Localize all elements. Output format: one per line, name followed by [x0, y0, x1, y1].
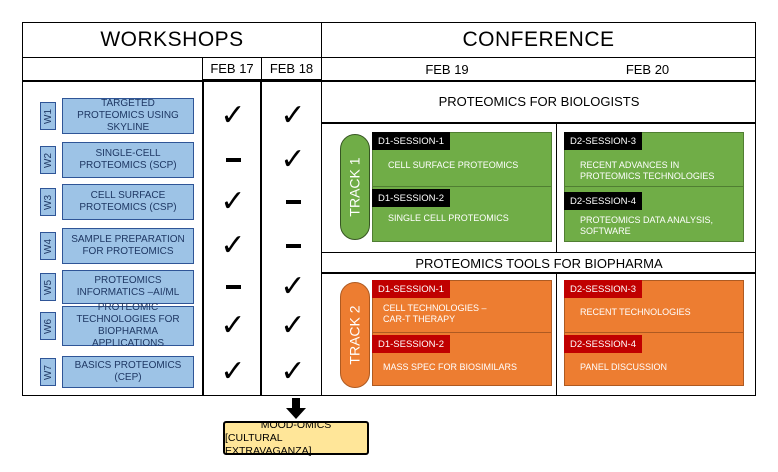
track1-day1-cell	[372, 132, 552, 242]
t1-session4-tag: D2-SESSION-4	[564, 192, 642, 210]
down-arrow-icon	[286, 398, 306, 419]
feb17-column	[202, 80, 262, 396]
checkmark-icon: ✓	[220, 228, 246, 263]
mood-omics-title: MOOD-OMICS	[260, 418, 332, 431]
workshop-title-box: SINGLE-CELL PROTEOMICS (SCP)	[62, 142, 194, 178]
t1-session3-title: RECENT ADVANCES IN PROTEOMICS TECHNOLOGI…	[580, 160, 715, 181]
track1-divider	[556, 124, 557, 252]
workshop-id-tag: W7	[40, 358, 56, 386]
workshop-feb18-mark	[264, 228, 322, 264]
t2-session3-title: RECENT TECHNOLOGIES	[580, 307, 691, 317]
conference-frame	[322, 80, 756, 396]
t1-session1-title: CELL SURFACE PROTEOMICS	[388, 160, 519, 170]
workshop-id-tag: W6	[40, 312, 56, 340]
t2-session2-tag: D1-SESSION-2	[372, 335, 450, 353]
t1-session1-tag: D1-SESSION-1	[372, 132, 450, 150]
workshop-id-tag: W4	[40, 232, 56, 260]
workshop-title-box: CELL SURFACE PROTEOMICS (CSP)	[62, 184, 194, 220]
t2-day2-divider	[564, 332, 744, 333]
workshop-feb18-mark: ✓	[264, 142, 322, 178]
checkmark-icon: ✓	[280, 308, 306, 343]
checkmark-icon: ✓	[280, 269, 306, 304]
workshop-feb17-mark	[204, 142, 262, 178]
checkmark-icon: ✓	[280, 98, 306, 133]
workshop-id-tag: W2	[40, 146, 56, 174]
workshop-date-spacer	[22, 58, 202, 80]
track2-frame	[322, 272, 756, 396]
dash-icon	[285, 200, 301, 204]
checkmark-icon: ✓	[220, 184, 246, 219]
dash-icon	[225, 158, 241, 162]
workshop-feb18-mark: ✓	[264, 356, 322, 388]
track2-day2-cell	[564, 280, 744, 386]
workshop-feb18-mark: ✓	[264, 98, 322, 134]
track1-pill: TRACK 1	[340, 134, 370, 240]
workshop-feb17-mark: ✓	[204, 228, 262, 264]
track1-frame	[322, 122, 756, 253]
workshop-feb18-mark: ✓	[264, 306, 322, 346]
workshop-feb18-mark	[264, 184, 322, 220]
workshop-title-box: BASICS PROTEOMICS (CEP)	[62, 356, 194, 388]
t1-day1-divider	[372, 186, 552, 187]
date-feb20: FEB 20	[540, 58, 756, 80]
t2-session2-title: MASS SPEC FOR BIOSIMILARS	[383, 362, 518, 372]
workshop-feb18-mark: ✓	[264, 270, 322, 304]
checkmark-icon: ✓	[220, 98, 246, 133]
track2-section-title: PROTEOMICS TOOLS FOR BIOPHARMA	[415, 255, 663, 271]
track1-section-title: PROTEOMICS FOR BIOLOGISTS	[438, 93, 640, 109]
date-feb18: FEB 18	[262, 58, 322, 80]
conference-header: CONFERENCE	[322, 22, 756, 58]
workshop-id-tag: W5	[40, 273, 56, 301]
t2-session4-title: PANEL DISCUSSION	[580, 362, 668, 372]
t2-day1-divider	[372, 332, 552, 333]
t2-session4-tag: D2-SESSION-4	[564, 335, 642, 353]
date-feb19: FEB 19	[425, 61, 469, 77]
workshop-id-tag: W1	[40, 102, 56, 130]
track2-pill: TRACK 2	[340, 282, 370, 388]
t1-day2-divider	[564, 186, 744, 187]
workshop-feb17-mark: ✓	[204, 306, 262, 346]
workshop-feb17-mark: ✓	[204, 184, 262, 220]
workshop-feb17-mark	[204, 270, 262, 304]
workshop-id-tag: W3	[40, 188, 56, 216]
workshop-title-box: PROTEOMICS INFORMATICS –AI/ML	[62, 270, 194, 304]
t1-session2-title: SINGLE CELL PROTEOMICS	[388, 213, 509, 223]
workshops-frame	[22, 80, 322, 396]
t1-session4-title: PROTEOMICS DATA ANALYSIS, SOFTWARE	[580, 215, 714, 236]
mood-omics-subtitle: [CULTURAL EXTRAVAGANZA]	[225, 431, 312, 457]
workshops-header: WORKSHOPS	[22, 22, 322, 58]
workshop-feb17-mark: ✓	[204, 356, 262, 388]
date-feb17: FEB 17	[202, 58, 262, 80]
workshop-title-box: PROTEOMIC TECHNOLOGIES FOR BIOPHARMA APP…	[62, 302, 194, 349]
t1-session2-tag: D1-SESSION-2	[372, 189, 450, 207]
workshop-title-box: TARGETED PROTEOMICS USING SKYLINE	[62, 98, 194, 134]
checkmark-icon: ✓	[280, 354, 306, 389]
t1-session3-tag: D2-SESSION-3	[564, 132, 642, 150]
t2-session3-tag: D2-SESSION-3	[564, 280, 642, 298]
dash-icon	[285, 244, 301, 248]
t2-session1-title: CELL TECHNOLOGIES – CAR-T THERAPY	[383, 303, 487, 324]
track1-day2-cell	[564, 132, 744, 242]
track2-divider	[556, 274, 557, 395]
workshop-title-box: SAMPLE PREPARATION FOR PROTEOMICS	[62, 228, 194, 264]
workshop-feb17-mark: ✓	[204, 98, 262, 134]
dash-icon	[225, 285, 241, 289]
t2-session1-tag: D1-SESSION-1	[372, 280, 450, 298]
mood-omics-box: MOOD-OMICS [CULTURAL EXTRAVAGANZA]	[223, 418, 369, 457]
checkmark-icon: ✓	[280, 142, 306, 177]
checkmark-icon: ✓	[220, 308, 246, 343]
checkmark-icon: ✓	[220, 354, 246, 389]
